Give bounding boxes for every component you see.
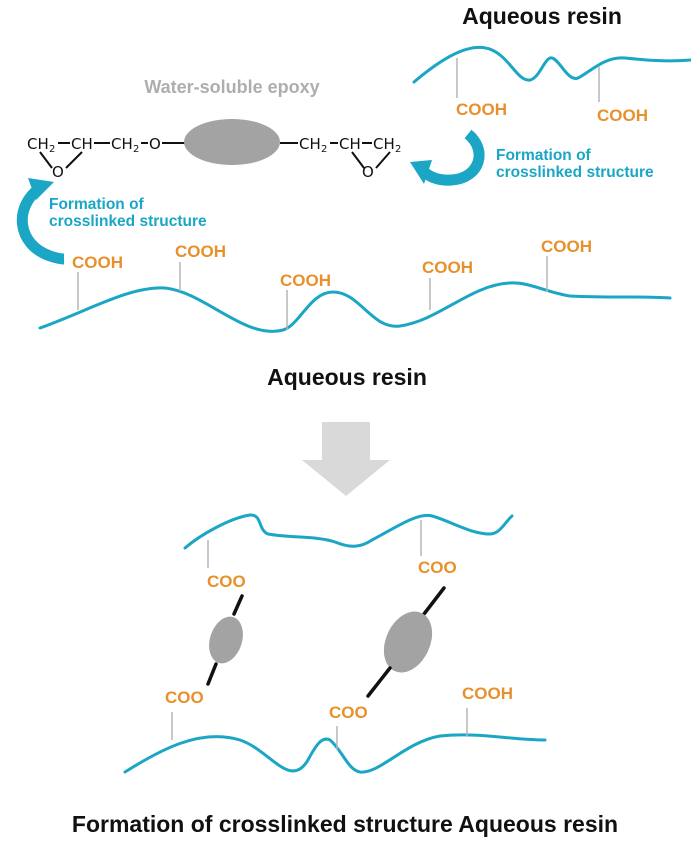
formula-sub: 2 bbox=[49, 144, 55, 155]
formula-ch: CH bbox=[111, 135, 133, 153]
coo-label: COO bbox=[329, 703, 368, 722]
left-epoxide-group: CH 2 CH CH 2 O O bbox=[27, 135, 186, 181]
arrowhead-left-icon bbox=[28, 178, 54, 200]
formula-o: O bbox=[52, 163, 64, 181]
epoxy-link-blob bbox=[383, 611, 433, 673]
cooh-label: COOH bbox=[456, 100, 507, 119]
curved-arrow-right-icon bbox=[418, 129, 485, 186]
formula-ch: CH bbox=[27, 135, 49, 153]
formula-sub: 2 bbox=[395, 144, 401, 155]
cooh-label: COOH bbox=[72, 253, 123, 272]
cooh-label: COOH bbox=[541, 237, 592, 256]
epoxy-core-blob bbox=[184, 119, 280, 165]
crosslink-label-left-line1: Formation of bbox=[49, 196, 145, 213]
cooh-label: COOH bbox=[175, 242, 226, 261]
crosslink-bond bbox=[232, 594, 244, 616]
arrowhead-right-icon bbox=[410, 160, 432, 184]
formula-o: O bbox=[362, 163, 374, 181]
formula-ch: CH bbox=[339, 135, 361, 153]
formula-ch: CH bbox=[299, 135, 321, 153]
crosslink-label-left-line2: crosslinked structure bbox=[49, 213, 207, 230]
result-lower-chain bbox=[123, 733, 547, 774]
title-top-resin: Aqueous resin bbox=[462, 3, 622, 29]
coo-label: COO bbox=[165, 688, 204, 707]
coo-label: COO bbox=[207, 572, 246, 591]
crosslink-label-right-line1: Formation of bbox=[496, 147, 592, 164]
crosslink-bond bbox=[366, 666, 392, 698]
formula-o: O bbox=[149, 135, 161, 153]
down-arrow-icon bbox=[302, 422, 390, 496]
formula-sub: 2 bbox=[133, 144, 139, 155]
formula-ch: CH bbox=[373, 135, 395, 153]
title-middle-resin: Aqueous resin bbox=[267, 364, 427, 390]
crosslink-bond bbox=[422, 586, 446, 616]
epoxy-label: Water-soluble epoxy bbox=[144, 77, 319, 97]
cooh-label: COOH bbox=[462, 684, 513, 703]
right-epoxide-group: CH 2 CH CH 2 O bbox=[280, 135, 401, 181]
formula-ch: CH bbox=[71, 135, 93, 153]
epoxy-link-blob bbox=[209, 616, 243, 664]
formula-sub: 2 bbox=[321, 144, 327, 155]
cooh-label: COOH bbox=[422, 258, 473, 277]
middle-resin-chain bbox=[38, 281, 672, 333]
coo-label: COO bbox=[418, 558, 457, 577]
crosslink-bond bbox=[206, 662, 218, 686]
result-upper-chain bbox=[183, 513, 514, 550]
cooh-label: COOH bbox=[597, 106, 648, 125]
curved-arrow-left-icon bbox=[16, 183, 65, 265]
cooh-label: COOH bbox=[280, 271, 331, 290]
title-bottom: Formation of crosslinked structure Aqueo… bbox=[72, 811, 618, 837]
top-resin-chain bbox=[412, 45, 691, 84]
crosslink-label-right-line2: crosslinked structure bbox=[496, 164, 654, 181]
